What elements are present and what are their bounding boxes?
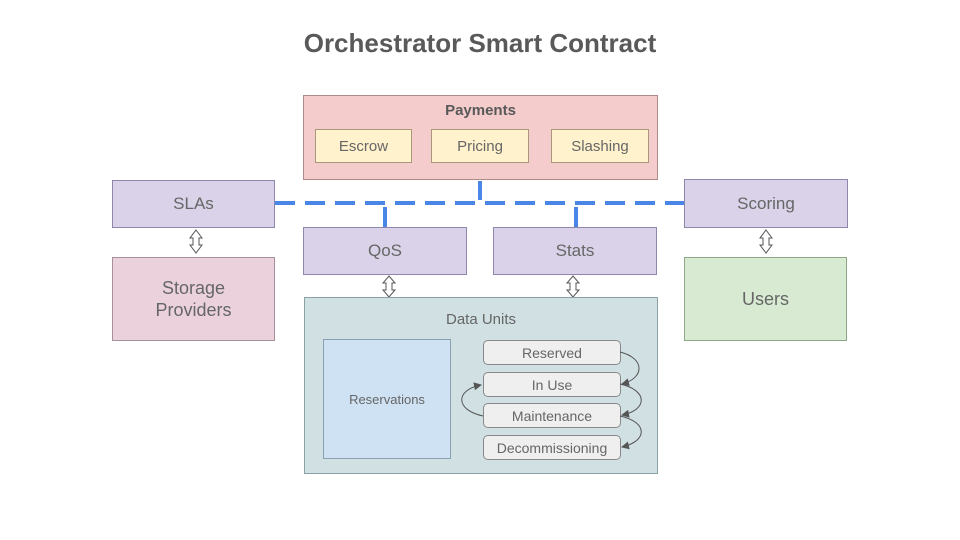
slashing-box: Slashing xyxy=(551,129,649,163)
slas-storage-arrow xyxy=(189,229,203,254)
transition-inuse-to-maintenance xyxy=(619,383,642,418)
scoring-users-arrow xyxy=(759,229,773,254)
payments-label: Payments xyxy=(445,102,516,119)
data-units-label: Data Units xyxy=(445,311,517,328)
data-units-box: Data Units Reservations Reserved In Use … xyxy=(304,297,658,474)
transition-maintenance-to-decommissioning xyxy=(619,415,642,450)
storage-providers-box: Storage Providers xyxy=(112,257,275,341)
stats-box: Stats xyxy=(493,227,657,275)
transition-reserved-to-inuse xyxy=(619,351,640,387)
scoring-box: Scoring xyxy=(684,179,848,228)
double-arrows xyxy=(189,229,773,298)
qos-box: QoS xyxy=(303,227,467,275)
state-decommissioning: Decommissioning xyxy=(483,435,621,460)
diagram-title: Orchestrator Smart Contract xyxy=(303,28,657,58)
slas-box: SLAs xyxy=(112,180,275,228)
transition-maintenance-to-inuse xyxy=(461,382,484,417)
state-maintenance: Maintenance xyxy=(483,403,621,428)
reservations-box: Reservations xyxy=(323,339,451,459)
state-in-use: In Use xyxy=(483,372,621,397)
state-reserved: Reserved xyxy=(483,340,621,365)
pricing-box: Pricing xyxy=(431,129,529,163)
escrow-box: Escrow xyxy=(315,129,412,163)
users-box: Users xyxy=(684,257,847,341)
payments-box: Payments Escrow Pricing Slashing xyxy=(303,95,658,180)
bus-lines xyxy=(275,181,684,227)
